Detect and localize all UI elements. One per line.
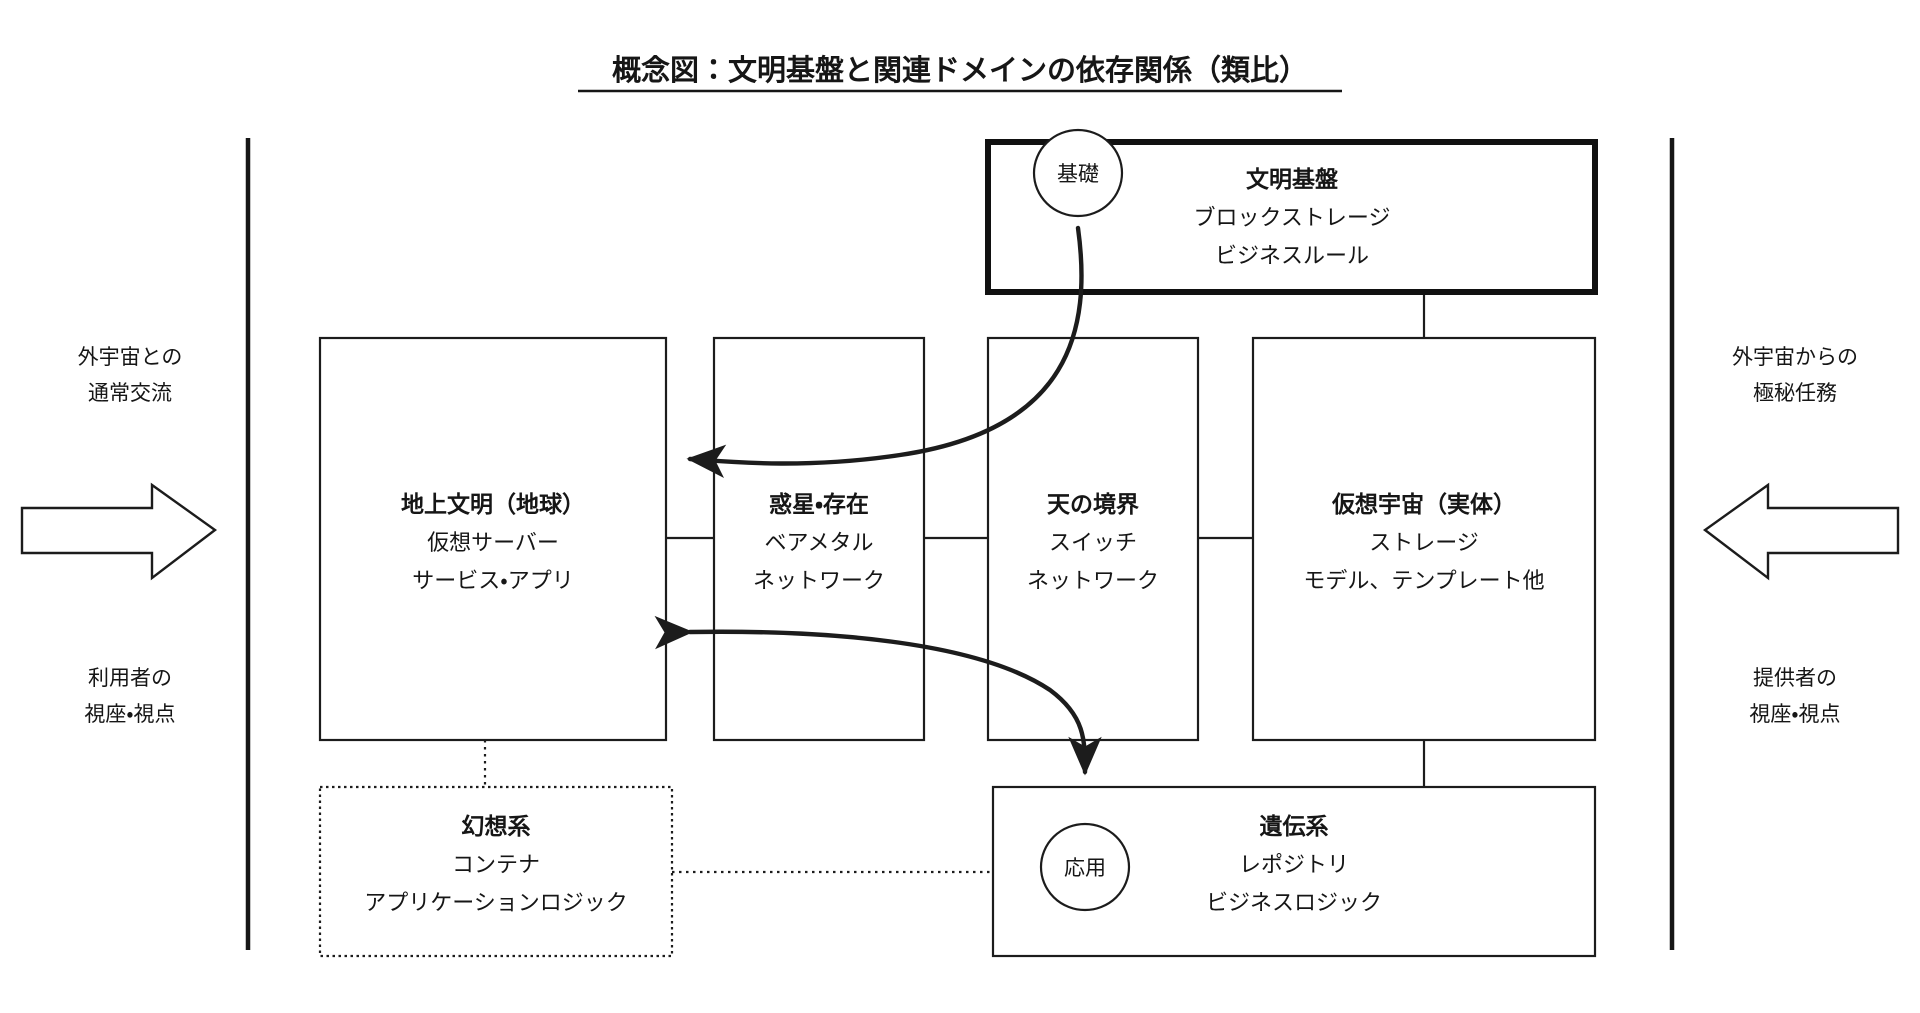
badge-genetic-circle bbox=[1039, 822, 1131, 912]
right-block-arrow-icon bbox=[1702, 482, 1900, 581]
node-virtual-universe-line1: ストレージ bbox=[1369, 530, 1479, 555]
node-virtual-universe-box bbox=[1251, 336, 1597, 742]
node-terrestrial-title: 地上文明（地球） bbox=[401, 491, 585, 517]
edge-genetic-to-terrestrial-curve bbox=[654, 615, 1102, 776]
node-terrestrial-line1: 仮想サーバー bbox=[427, 530, 559, 555]
node-planetary-title: 惑星・存在 bbox=[769, 491, 869, 517]
right-bottom-label-line1: 提供者の bbox=[1753, 667, 1837, 690]
node-planetary-line2: ネットワーク bbox=[753, 568, 885, 593]
badge-genetic[interactable]: 応用 bbox=[1039, 822, 1131, 912]
node-planetary[interactable]: 惑星・存在 ベアメタル ネットワーク bbox=[712, 336, 926, 742]
right-top-label-line2: 極秘任務 bbox=[1753, 382, 1837, 405]
left-block-arrow-icon bbox=[20, 482, 218, 581]
node-virtual-universe[interactable]: 仮想宇宙（実体） ストレージ モデル、テンプレート他 bbox=[1251, 336, 1597, 742]
right-top-label-line1: 外宇宙からの bbox=[1732, 346, 1858, 369]
node-foundation-title: 文明基盤 bbox=[1246, 166, 1339, 192]
left-top-label-line1: 外宇宙との bbox=[78, 346, 183, 369]
node-illusion-box bbox=[318, 785, 674, 958]
node-illusion-line2: アプリケーションロジック bbox=[364, 890, 628, 915]
left-bottom-label-line1: 利用者の bbox=[88, 667, 172, 690]
node-genetic-line2: ビジネスロジック bbox=[1206, 890, 1382, 915]
node-genetic-title: 遺伝系 bbox=[1260, 813, 1329, 839]
node-virtual-universe-line2: モデル、テンプレート他 bbox=[1303, 568, 1544, 593]
page-title: 概念図：文明基盤と関連ドメインの依存関係（類比） bbox=[612, 54, 1308, 87]
node-heaven-boundary[interactable]: 天の境界 スイッチ ネットワーク bbox=[986, 336, 1200, 742]
node-illusion-title: 幻想系 bbox=[462, 813, 531, 839]
edge-foundation-to-terrestrial-curve bbox=[686, 225, 1084, 479]
node-illusion[interactable]: 幻想系 コンテナ アプリケーションロジック bbox=[318, 785, 674, 958]
node-foundation-line2: ビジネスルール bbox=[1215, 243, 1369, 268]
badge-foundation-label: 基礎 bbox=[1057, 163, 1099, 186]
node-foundation-line1: ブロックストレージ bbox=[1194, 205, 1391, 230]
node-virtual-universe-title: 仮想宇宙（実体） bbox=[1331, 491, 1516, 517]
node-terrestrial-box bbox=[318, 336, 668, 742]
badge-foundation[interactable]: 基礎 bbox=[1032, 128, 1124, 218]
node-genetic-line1: レポジトリ bbox=[1239, 852, 1349, 877]
badge-foundation-circle bbox=[1032, 128, 1124, 218]
node-heaven-boundary-line1: スイッチ bbox=[1049, 530, 1137, 555]
node-terrestrial[interactable]: 地上文明（地球） 仮想サーバー サービス・アプリ bbox=[318, 336, 668, 742]
badge-genetic-label: 応用 bbox=[1064, 857, 1106, 880]
node-heaven-boundary-line2: ネットワーク bbox=[1027, 568, 1159, 593]
right-bottom-label-line2: 視座・視点 bbox=[1749, 703, 1840, 726]
left-bottom-label-line2: 視座・視点 bbox=[84, 703, 175, 726]
node-terrestrial-line2: サービス・アプリ bbox=[412, 568, 573, 593]
left-top-label-line2: 通常交流 bbox=[88, 382, 172, 405]
node-heaven-boundary-title: 天の境界 bbox=[1047, 491, 1139, 517]
node-illusion-line1: コンテナ bbox=[452, 852, 540, 877]
node-planetary-line1: ベアメタル bbox=[765, 530, 874, 555]
